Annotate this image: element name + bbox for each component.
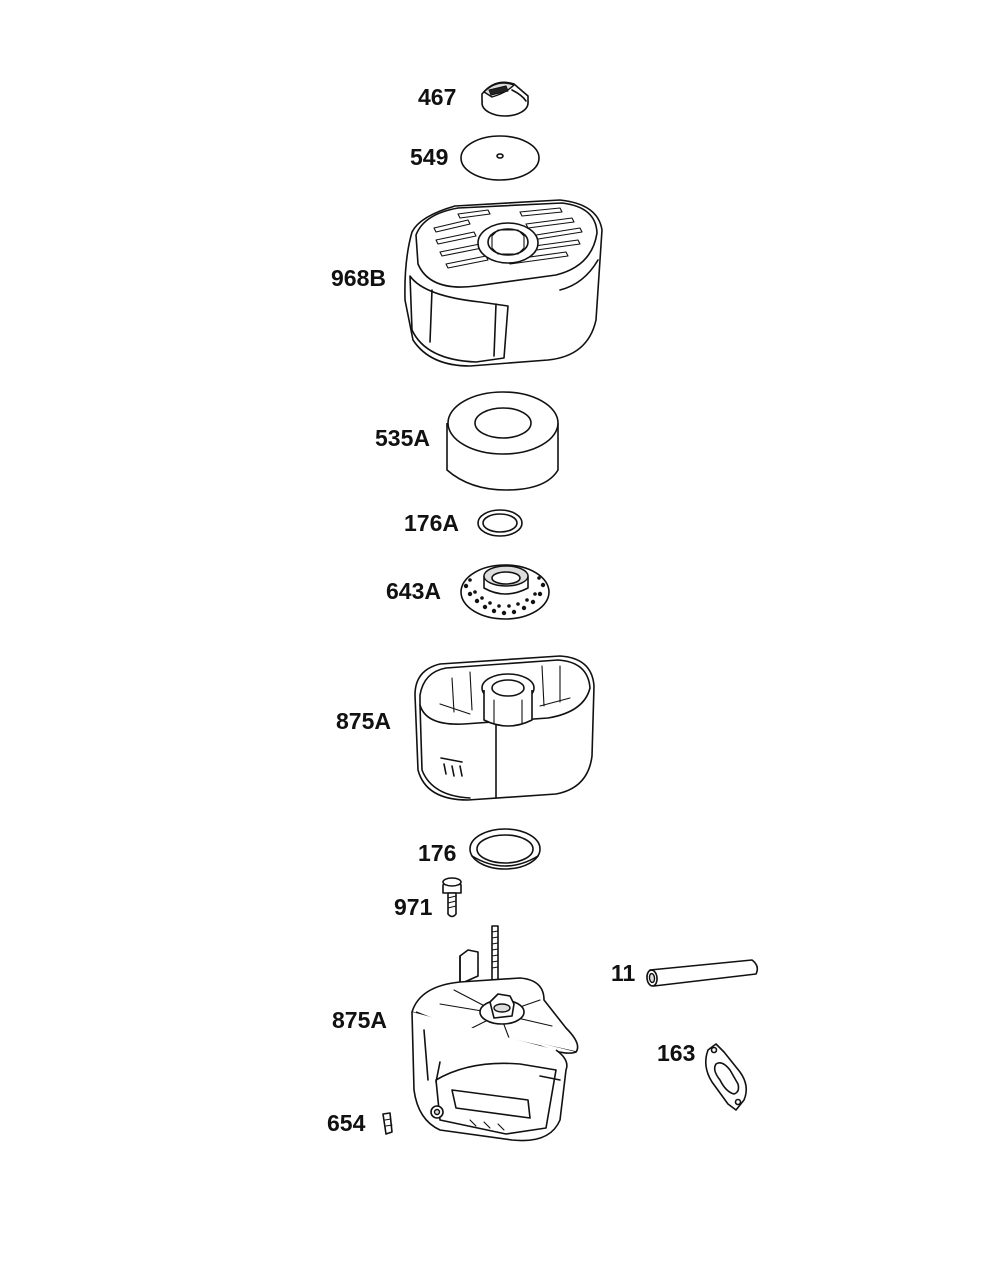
part-label-875a-top: 875A bbox=[336, 708, 391, 734]
knob-icon bbox=[481, 81, 529, 117]
part-label-875a-base: 875A bbox=[332, 1007, 387, 1033]
air-cleaner-cover-icon bbox=[404, 199, 603, 367]
part-label-163: 163 bbox=[657, 1040, 695, 1066]
base-housing-icon bbox=[411, 925, 579, 1142]
tube-icon bbox=[646, 959, 759, 987]
part-label-971: 971 bbox=[394, 894, 433, 920]
part-label-654: 654 bbox=[327, 1110, 366, 1136]
clip-icon bbox=[382, 1112, 393, 1135]
part-label-643a: 643A bbox=[386, 578, 441, 604]
gasket-ring-icon bbox=[469, 828, 541, 870]
o-ring-icon bbox=[477, 509, 523, 537]
filter-housing-icon bbox=[414, 655, 595, 801]
part-label-176a: 176A bbox=[404, 510, 459, 536]
part-label-11: 11 bbox=[611, 960, 636, 986]
part-label-176: 176 bbox=[418, 840, 456, 866]
part-label-467: 467 bbox=[418, 84, 456, 110]
part-label-549: 549 bbox=[410, 144, 448, 170]
screw-icon bbox=[442, 877, 462, 918]
screen-filter-icon bbox=[460, 564, 550, 620]
part-label-968b: 968B bbox=[331, 265, 386, 291]
part-label-535a: 535A bbox=[375, 425, 430, 451]
foam-filter-icon bbox=[446, 391, 559, 491]
gasket-icon bbox=[704, 1043, 748, 1111]
washer-icon bbox=[460, 135, 540, 181]
